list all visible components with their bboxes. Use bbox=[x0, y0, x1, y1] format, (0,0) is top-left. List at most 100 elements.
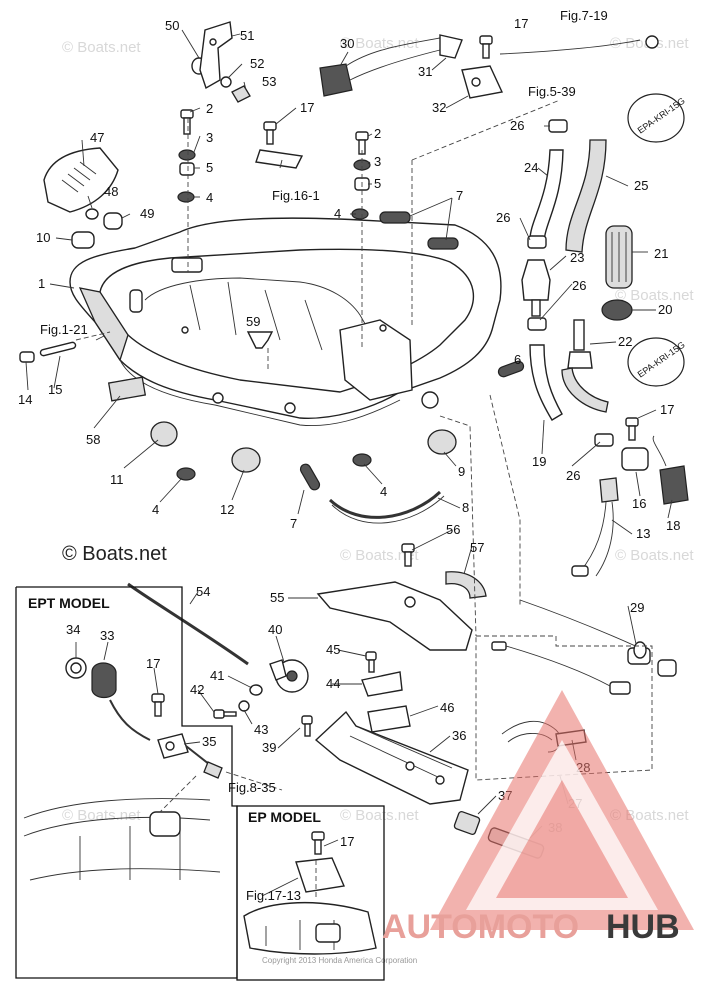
callout-22: 22 bbox=[618, 334, 632, 349]
callout-13: 13 bbox=[636, 526, 650, 541]
callout-51: 51 bbox=[240, 28, 254, 43]
watermark-large: © Boats.net bbox=[62, 543, 167, 565]
fuel-system-parts bbox=[519, 119, 689, 677]
callout-4: 4 bbox=[206, 190, 213, 205]
callout-1: 1 bbox=[38, 276, 45, 291]
lower-parts bbox=[19, 331, 525, 524]
callout-31: 31 bbox=[418, 64, 432, 79]
callout-39: 39 bbox=[262, 740, 276, 755]
callout-17: 17 bbox=[340, 834, 354, 849]
leader-lines bbox=[25, 29, 673, 900]
ept-model-box: EPT MODEL bbox=[15, 586, 238, 979]
callout-18: 18 bbox=[666, 518, 680, 533]
callout-20: 20 bbox=[658, 302, 672, 317]
ref-fig-1-21: Fig.1-21 bbox=[40, 322, 88, 337]
brand-hub: HUB bbox=[606, 908, 680, 946]
callout-14: 14 bbox=[18, 392, 32, 407]
callout-4: 4 bbox=[334, 206, 341, 221]
watermark: © Boats.net bbox=[615, 287, 694, 304]
callout-16: 16 bbox=[632, 496, 646, 511]
callout-25: 25 bbox=[634, 178, 648, 193]
callout-7: 7 bbox=[456, 188, 463, 203]
automotohub-logo: AUTOMOTO HUB bbox=[382, 690, 694, 946]
ref-fig-16-1: Fig.16-1 bbox=[272, 188, 320, 203]
callout-8: 8 bbox=[462, 500, 469, 515]
callout-23: 23 bbox=[570, 250, 584, 265]
callout-2: 2 bbox=[206, 101, 213, 116]
copyright-text: Copyright 2013 Honda America Corporation bbox=[262, 956, 417, 965]
lower-cover-case bbox=[69, 217, 502, 426]
callout-35: 35 bbox=[202, 734, 216, 749]
callout-48: 48 bbox=[104, 184, 118, 199]
ref-fig-8-35: Fig.8-35 bbox=[228, 780, 276, 795]
ep-model-box: EP MODEL bbox=[236, 805, 385, 981]
callout-5: 5 bbox=[374, 176, 381, 191]
callout-50: 50 bbox=[165, 18, 179, 33]
callout-52: 52 bbox=[250, 56, 264, 71]
ep-model-title: EP MODEL bbox=[248, 809, 321, 825]
watermark: © Boats.net bbox=[62, 39, 141, 56]
callout-53: 53 bbox=[262, 74, 276, 89]
callout-32: 32 bbox=[432, 100, 446, 115]
callout-58: 58 bbox=[86, 432, 100, 447]
callout-17: 17 bbox=[514, 16, 528, 31]
callout-36: 36 bbox=[452, 728, 466, 743]
figure-refs: Fig.7-19 Fig.5-39 Fig.16-1 Fig.1-21 Fig.… bbox=[40, 8, 608, 903]
callout-26: 26 bbox=[510, 118, 524, 133]
callout-11: 11 bbox=[110, 472, 124, 487]
callout-26: 26 bbox=[572, 278, 586, 293]
callout-54: 54 bbox=[196, 584, 210, 599]
callout-42: 42 bbox=[190, 682, 204, 697]
callout-59: 59 bbox=[246, 314, 260, 329]
ref-fig-17-13: Fig.17-13 bbox=[246, 888, 301, 903]
watermark: © Boats.net bbox=[340, 547, 419, 564]
ept-model-title: EPT MODEL bbox=[28, 595, 110, 611]
watermark: © Boats.net bbox=[340, 35, 419, 52]
callout-33: 33 bbox=[100, 628, 114, 643]
callout-4: 4 bbox=[380, 484, 387, 499]
callout-57: 57 bbox=[470, 540, 484, 555]
callout-26: 26 bbox=[496, 210, 510, 225]
callout-4: 4 bbox=[152, 502, 159, 517]
callout-56: 56 bbox=[446, 522, 460, 537]
callout-3: 3 bbox=[206, 130, 213, 145]
callout-2: 2 bbox=[374, 126, 381, 141]
callout-17: 17 bbox=[660, 402, 674, 417]
callout-41: 41 bbox=[210, 668, 224, 683]
callout-26: 26 bbox=[566, 468, 580, 483]
callout-21: 21 bbox=[654, 246, 668, 261]
callout-47: 47 bbox=[90, 130, 104, 145]
callout-46: 46 bbox=[440, 700, 454, 715]
watermark: © Boats.net bbox=[615, 547, 694, 564]
ref-fig-7-19: Fig.7-19 bbox=[560, 8, 608, 23]
callout-5: 5 bbox=[206, 160, 213, 175]
callout-29: 29 bbox=[630, 600, 644, 615]
callout-10: 10 bbox=[36, 230, 50, 245]
callout-45: 45 bbox=[326, 642, 340, 657]
brand-automoto: AUTOMOTO bbox=[382, 908, 579, 946]
callout-9: 9 bbox=[458, 464, 465, 479]
callout-7: 7 bbox=[290, 516, 297, 531]
callout-19: 19 bbox=[532, 454, 546, 469]
callout-6: 6 bbox=[514, 352, 521, 367]
callout-17: 17 bbox=[300, 100, 314, 115]
callout-15: 15 bbox=[48, 382, 62, 397]
callout-24: 24 bbox=[524, 160, 538, 175]
epa-badges: EPA-KRI-15G EPA-KRI-15G bbox=[627, 93, 687, 387]
callout-17: 17 bbox=[146, 656, 160, 671]
callout-40: 40 bbox=[268, 622, 282, 637]
callout-12: 12 bbox=[220, 502, 234, 517]
callout-49: 49 bbox=[140, 206, 154, 221]
callout-3: 3 bbox=[374, 154, 381, 169]
callout-44: 44 bbox=[326, 676, 340, 691]
ept-dashed-group bbox=[475, 635, 653, 781]
watermark: © Boats.net bbox=[62, 807, 141, 824]
top-parts bbox=[43, 21, 659, 250]
callout-34: 34 bbox=[66, 622, 80, 637]
ref-fig-5-39: Fig.5-39 bbox=[528, 84, 576, 99]
callout-30: 30 bbox=[340, 36, 354, 51]
watermark: © Boats.net bbox=[340, 807, 419, 824]
callout-55: 55 bbox=[270, 590, 284, 605]
callout-43: 43 bbox=[254, 722, 268, 737]
